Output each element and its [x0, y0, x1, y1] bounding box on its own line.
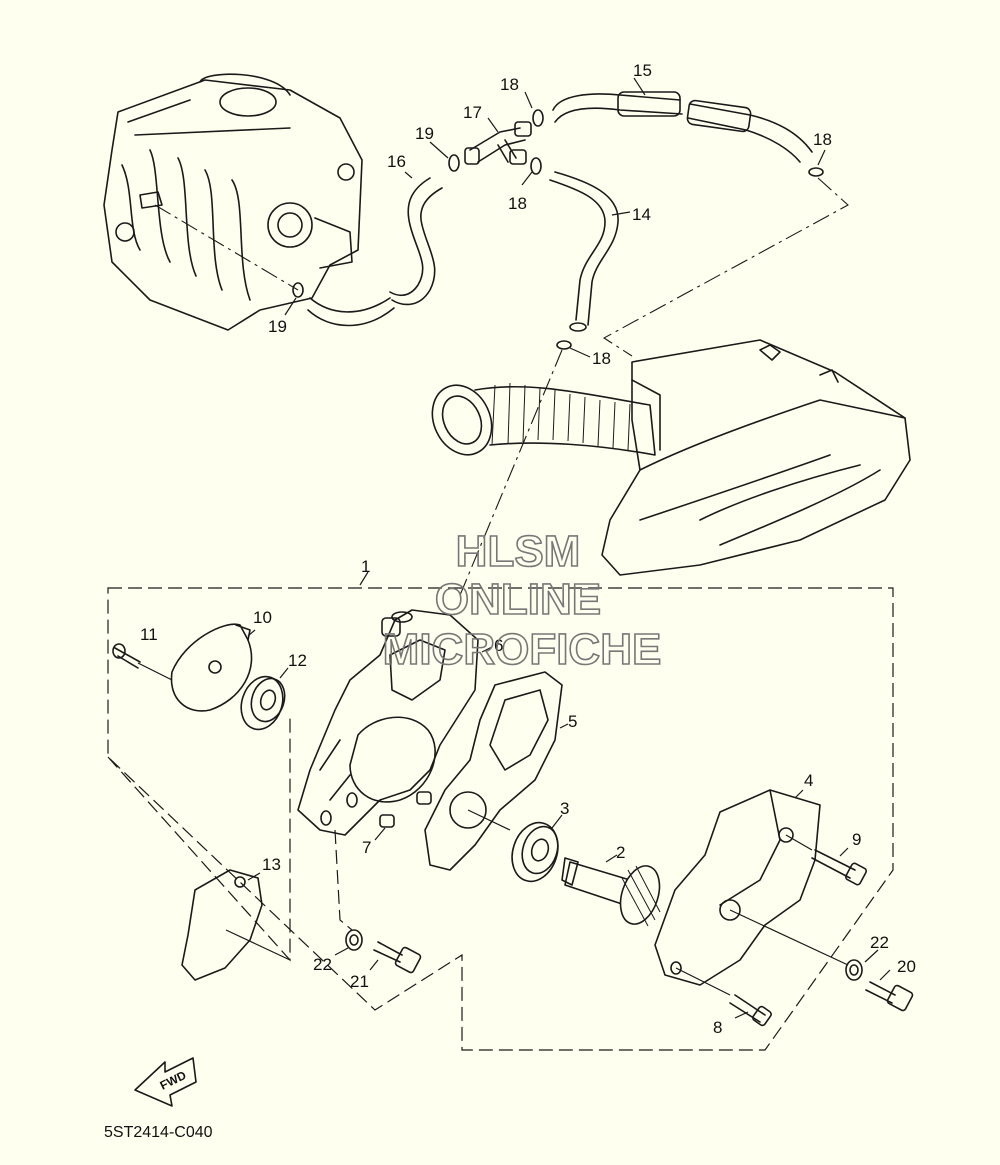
callout-18-top: 18: [500, 75, 519, 94]
alignment-lines: [107, 715, 849, 996]
callout-20: 20: [897, 957, 916, 976]
callout-2: 2: [616, 843, 625, 862]
callout-18-middle: 18: [508, 194, 527, 213]
callout-9: 9: [852, 830, 861, 849]
impeller-plate: [170, 623, 253, 712]
callout-16: 16: [387, 152, 406, 171]
callout-19-top: 19: [415, 124, 434, 143]
pump-cover: [654, 789, 821, 986]
impeller-shaft: [561, 857, 661, 927]
bearing-3: [511, 821, 559, 883]
callout-1: 1: [361, 557, 370, 576]
cylinder-head-illustration: [103, 73, 363, 331]
watermark-line-1: HLSM: [456, 527, 581, 576]
watermark: HLSM ONLINE MICROFICHE: [382, 526, 662, 675]
pump-assembly-boundary: [107, 587, 894, 1051]
bearing-12: [240, 675, 286, 731]
callout-15: 15: [633, 61, 652, 80]
water-pump-body: [297, 609, 479, 836]
bolt-11: [112, 643, 173, 681]
callout-13: 13: [262, 855, 281, 874]
intake-boot-illustration: [431, 382, 656, 456]
callout-14: 14: [632, 205, 651, 224]
callout-10: 10: [253, 608, 272, 627]
callout-12: 12: [288, 651, 307, 670]
callout-18-lower: 18: [592, 349, 611, 368]
part-code-label: 5ST2414-C040: [104, 1124, 213, 1141]
callout-21: 21: [350, 972, 369, 991]
callout-7: 7: [362, 838, 371, 857]
callout-22-right: 22: [870, 933, 889, 952]
callout-19-bottom: 19: [268, 317, 287, 336]
callout-11: 11: [140, 625, 158, 644]
pump-gasket: [424, 671, 563, 871]
gasket-13: [181, 869, 263, 981]
t-fitting: [464, 121, 532, 165]
callout-4: 4: [804, 771, 813, 790]
callout-3: 3: [560, 799, 569, 818]
watermark-line-2: ONLINE: [435, 575, 601, 624]
callout-5: 5: [568, 712, 577, 731]
callout-6: 6: [494, 636, 503, 655]
callout-leaders: [247, 77, 891, 1019]
callout-18-right: 18: [813, 130, 832, 149]
callout-17: 17: [463, 103, 482, 122]
air-filter-case-illustration: [601, 339, 911, 576]
callout-22-left: 22: [313, 955, 332, 974]
breather-hoses: [292, 91, 824, 350]
bolts-and-washers: [345, 791, 914, 1027]
watermark-line-3: MICROFICHE: [383, 625, 662, 674]
callout-8: 8: [713, 1018, 722, 1037]
reference-lines: [154, 177, 849, 601]
forward-direction-icon: FWD: [134, 1057, 197, 1107]
callout-labels: 1 2 3 4 5 6 7 8 9 10 11 12 13 14 15 16 1…: [140, 61, 916, 1037]
